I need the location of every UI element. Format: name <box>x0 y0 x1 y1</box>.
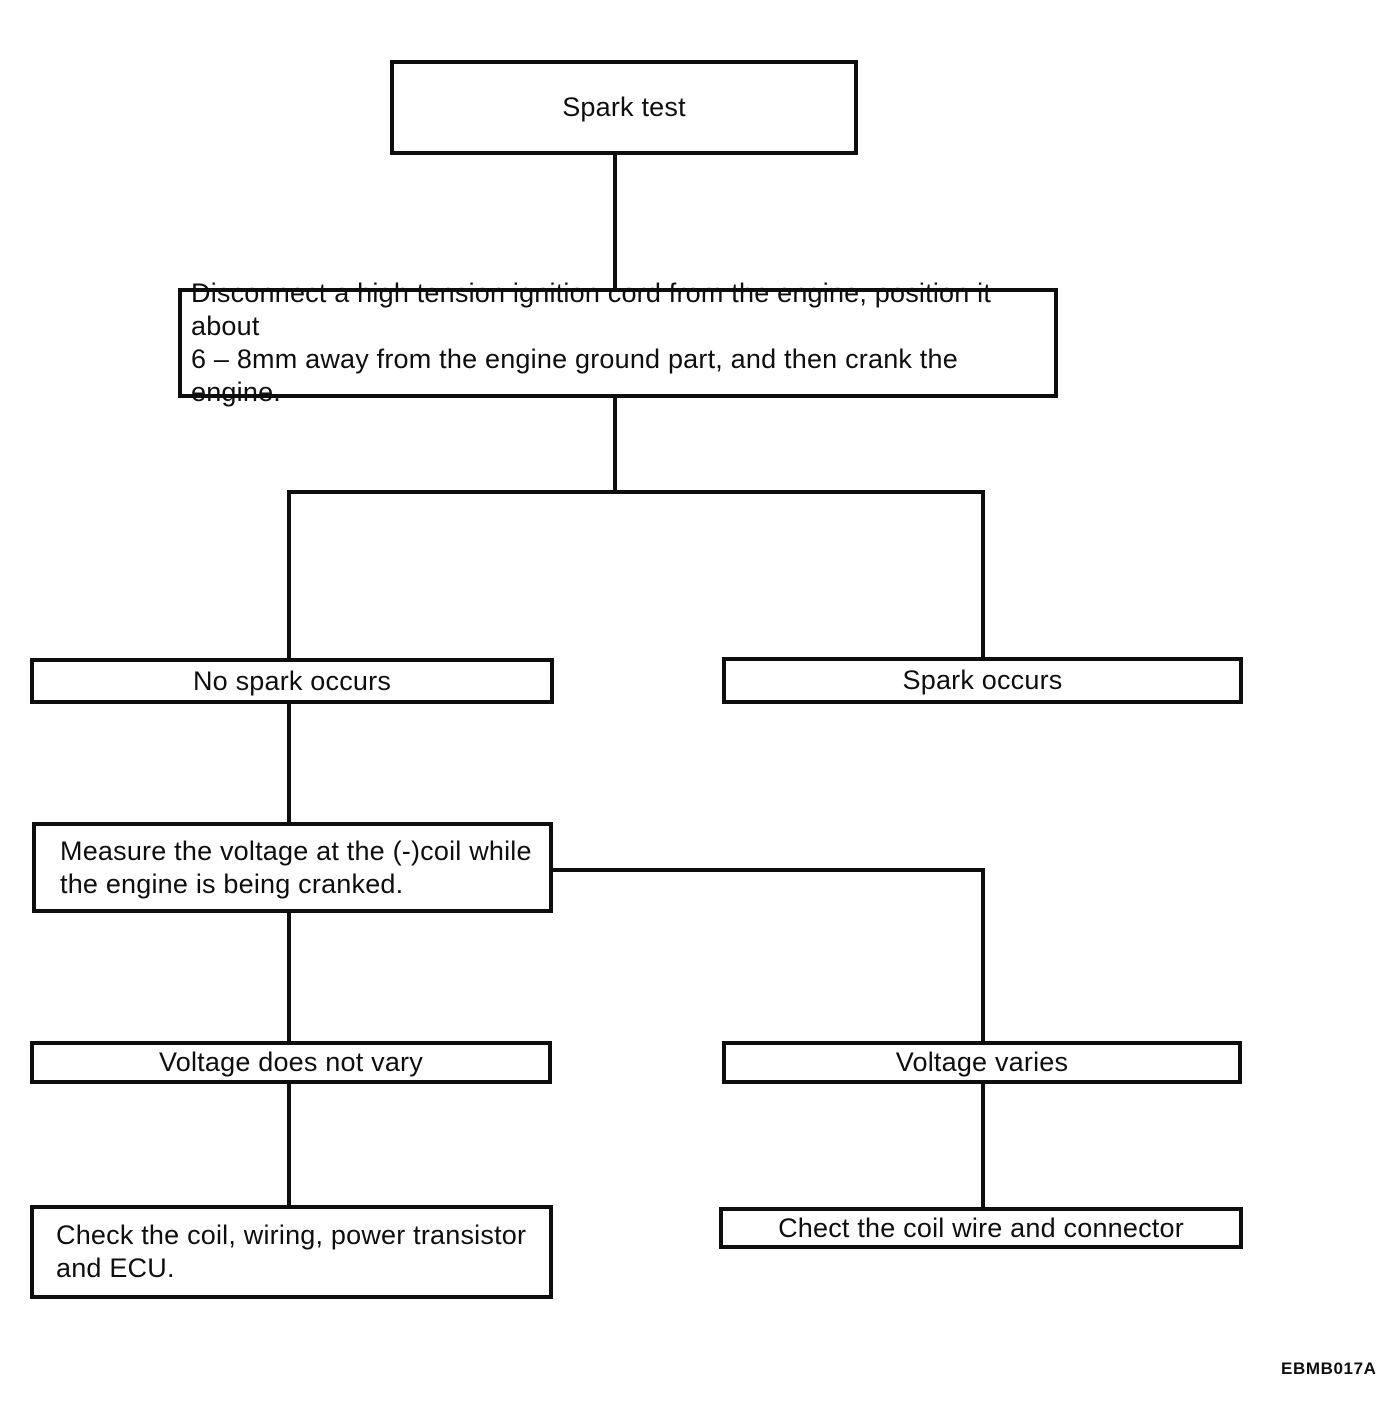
connector-measure-horizontal <box>551 868 985 872</box>
connector-measure-to-not-vary <box>287 911 291 1043</box>
flow-node-no-spark-occurs: No spark occurs <box>30 658 554 704</box>
flow-node-spark-test: Spark test <box>390 60 858 155</box>
connector-branch-horizontal-top <box>287 490 985 494</box>
connector-drop-voltage-varies <box>981 868 985 1043</box>
connector-drop-spark-occurs <box>981 490 985 659</box>
connector-drop-no-spark <box>287 490 291 660</box>
flow-node-check-coil-wiring: Check the coil, wiring, power transistor… <box>30 1205 553 1299</box>
flow-node-spark-occurs: Spark occurs <box>722 657 1243 704</box>
flow-node-voltage-does-not-vary: Voltage does not vary <box>30 1041 552 1084</box>
flow-node-check-coil-wire: Chect the coil wire and connector <box>719 1207 1243 1249</box>
flow-node-voltage-varies: Voltage varies <box>722 1041 1242 1084</box>
flow-node-disconnect-cord: Disconnect a high tension ignition cord … <box>178 278 1058 407</box>
connector-not-vary-to-check-coil <box>287 1082 291 1207</box>
connector-varies-to-check-wire <box>981 1082 985 1209</box>
figure-code: EBMB017A <box>1281 1359 1377 1378</box>
connector-no-spark-to-measure <box>287 702 291 824</box>
flow-node-measure-voltage: Measure the voltage at the (-)coil while… <box>32 822 553 913</box>
connector-spark-to-disconnect <box>613 155 617 290</box>
connector-disconnect-stem <box>613 396 617 492</box>
